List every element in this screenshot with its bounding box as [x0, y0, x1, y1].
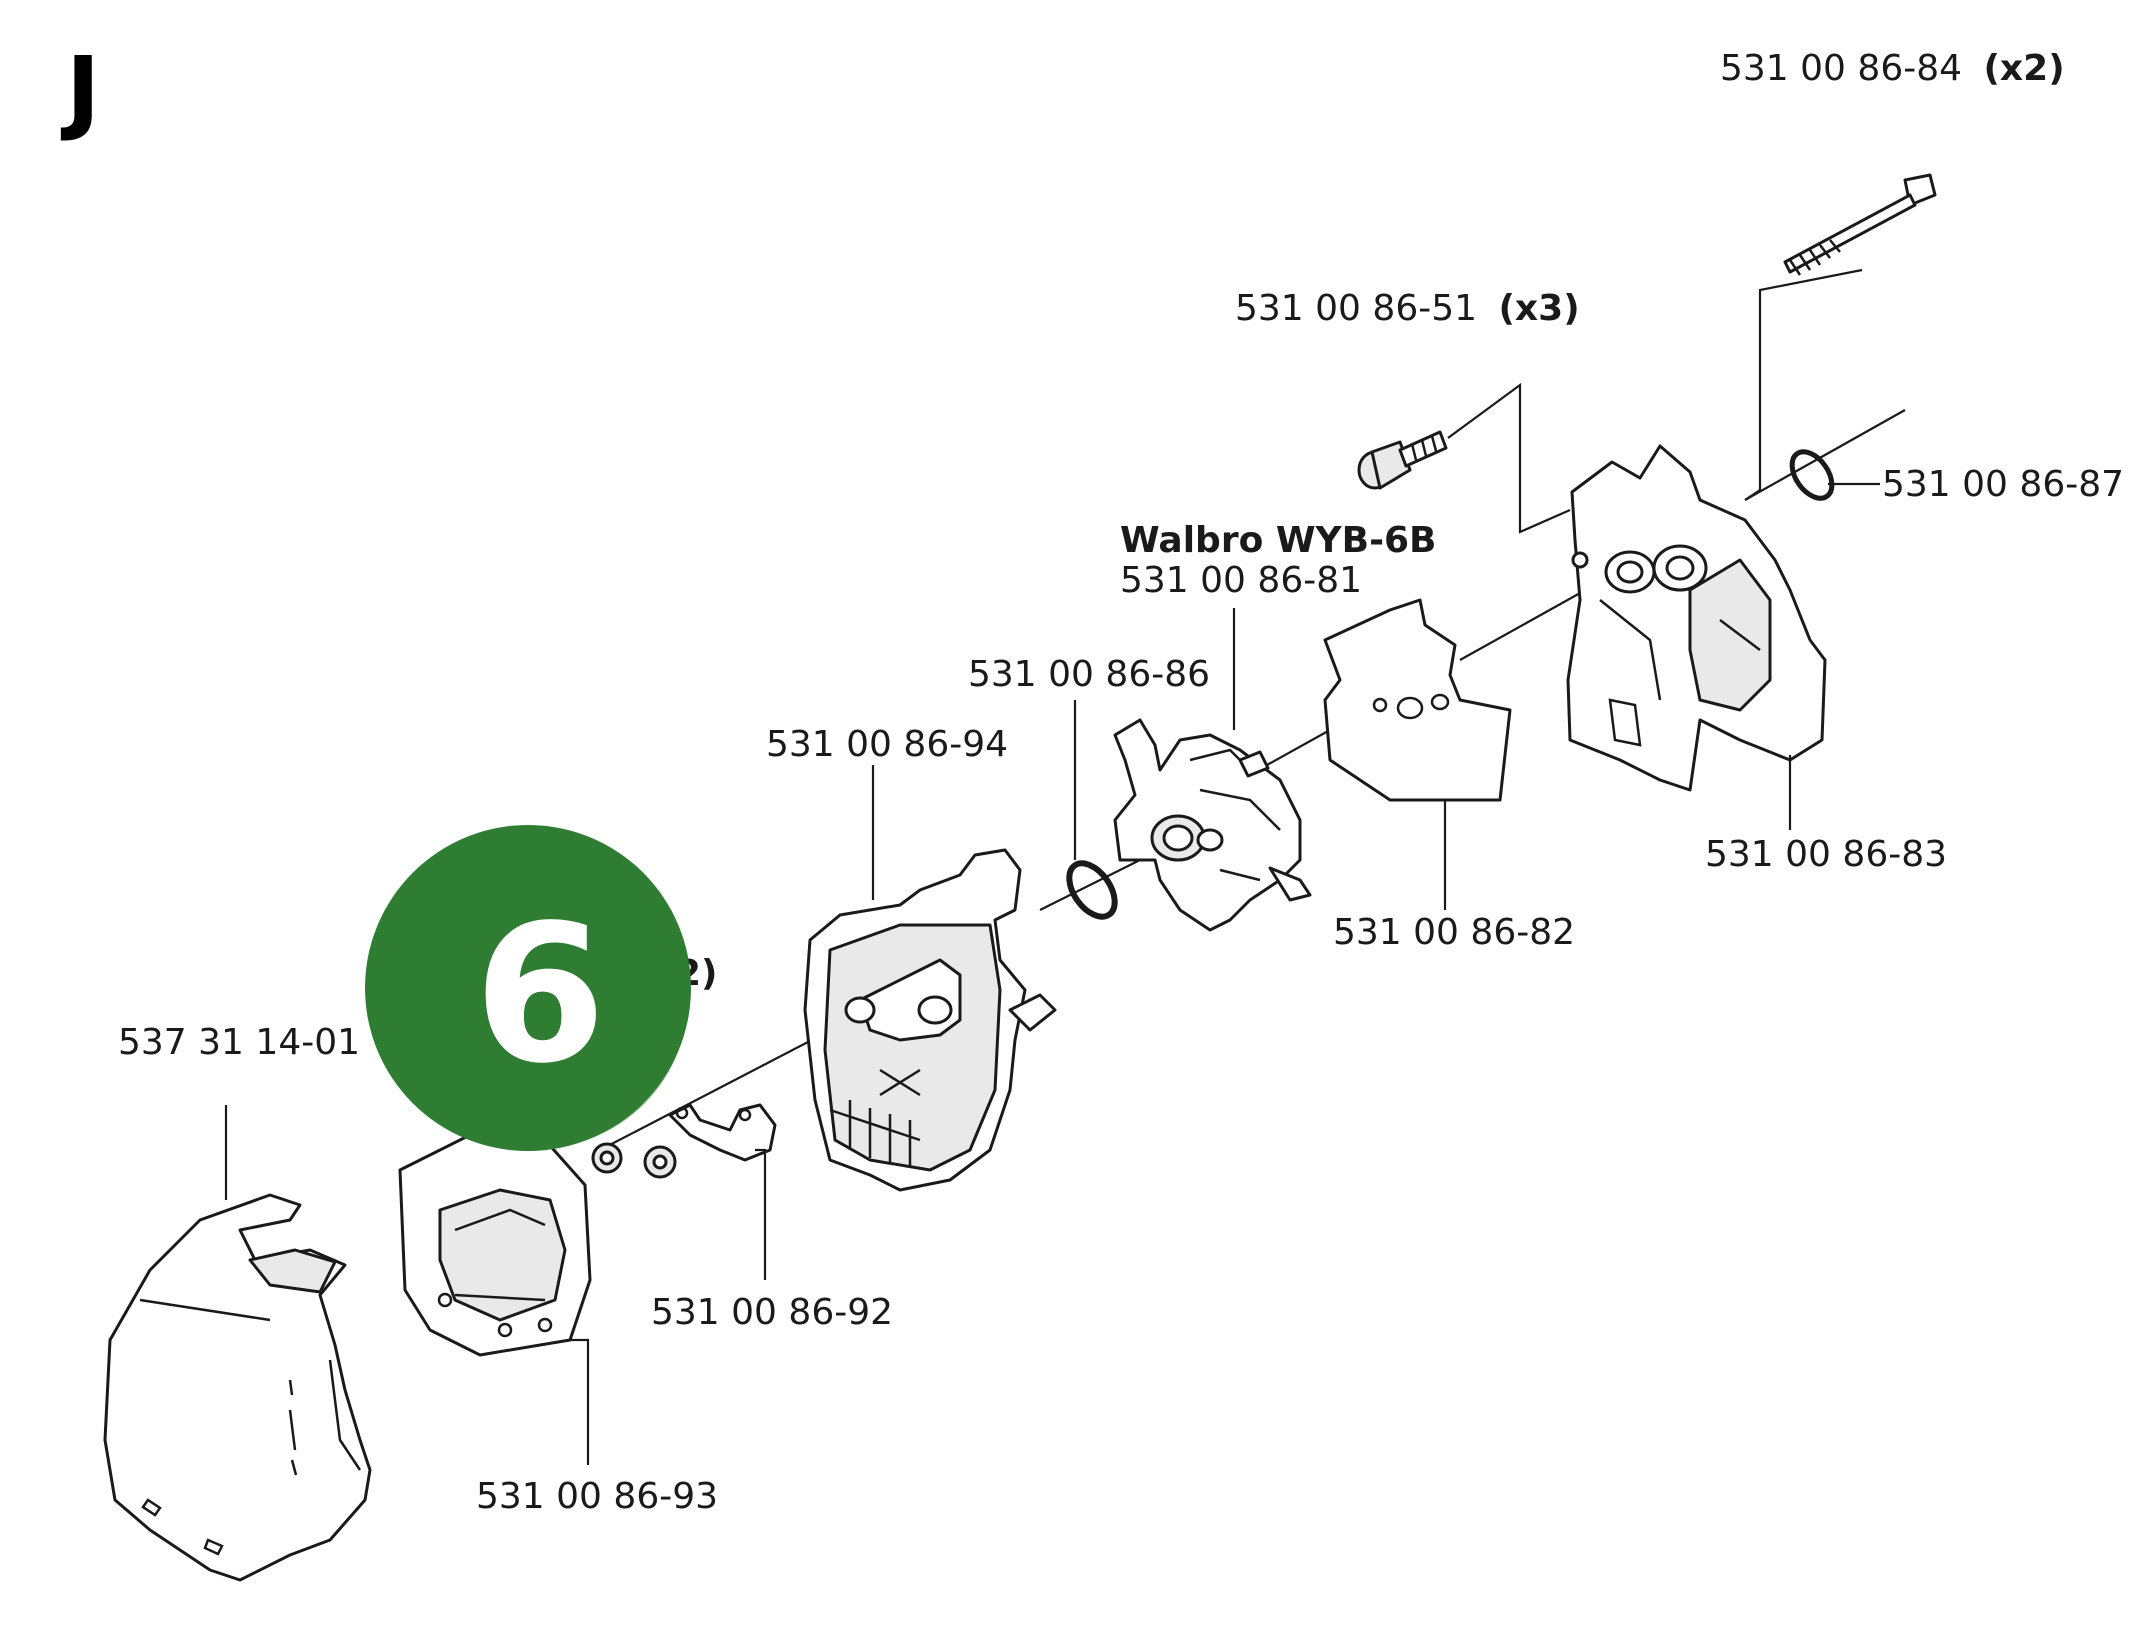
long-bolt: [1783, 173, 1937, 276]
part-number: 531 00 86-51: [1235, 288, 1477, 329]
leader-lines: [224, 268, 1880, 1465]
callout-bolt-long: 531 00 86-84 (x2): [1720, 48, 2065, 89]
carburetor: [1113, 718, 1312, 932]
filter-element: [398, 1133, 592, 1357]
quantity: (x3): [1498, 288, 1579, 329]
o-ring: [1789, 449, 1835, 501]
callout-filter-element: 531 00 86-93: [476, 1476, 718, 1517]
cover: [103, 1193, 372, 1582]
part-number: 531 00 86-84: [1720, 48, 1962, 89]
section-letter: J: [60, 37, 100, 144]
svg-text:531 00 86-84 (x2): 531 00 86-84 (x2): [1720, 48, 2065, 89]
callout-cover: 537 31 14-01: [118, 1022, 360, 1063]
callout-air-filter-base: 531 00 86-94: [766, 724, 1008, 765]
gasket-ring: [1066, 860, 1118, 920]
badge-number: 6: [474, 884, 606, 1105]
badge-circle: [365, 825, 691, 1151]
nut-left: [591, 1142, 623, 1174]
callout-gasket-plate: 531 00 86-82: [1333, 912, 1575, 953]
air-filter-base: [803, 848, 1057, 1192]
callout-screw: 531 00 86-51 (x3): [1235, 288, 1580, 329]
gasket-plate: [1323, 598, 1512, 802]
step-number-badge: 6: [365, 825, 691, 1151]
quantity: (x2): [1983, 48, 2064, 89]
intake-insulator: [1566, 444, 1827, 792]
svg-text:531 00 86-51 (x3): 531 00 86-51 (x3): [1235, 288, 1580, 329]
carburetor-model: Walbro WYB-6B: [1120, 520, 1437, 561]
bracket: [668, 1103, 777, 1162]
nut-right: [643, 1145, 677, 1179]
callout-insulator: 531 00 86-83: [1705, 834, 1947, 875]
callout-carburetor: 531 00 86-81: [1120, 560, 1362, 601]
screw: [1357, 430, 1448, 490]
callout-bracket: 531 00 86-92: [651, 1292, 893, 1333]
callout-o-ring: 531 00 86-87: [1882, 464, 2124, 505]
callout-gasket-ring: 531 00 86-86: [968, 654, 1210, 695]
